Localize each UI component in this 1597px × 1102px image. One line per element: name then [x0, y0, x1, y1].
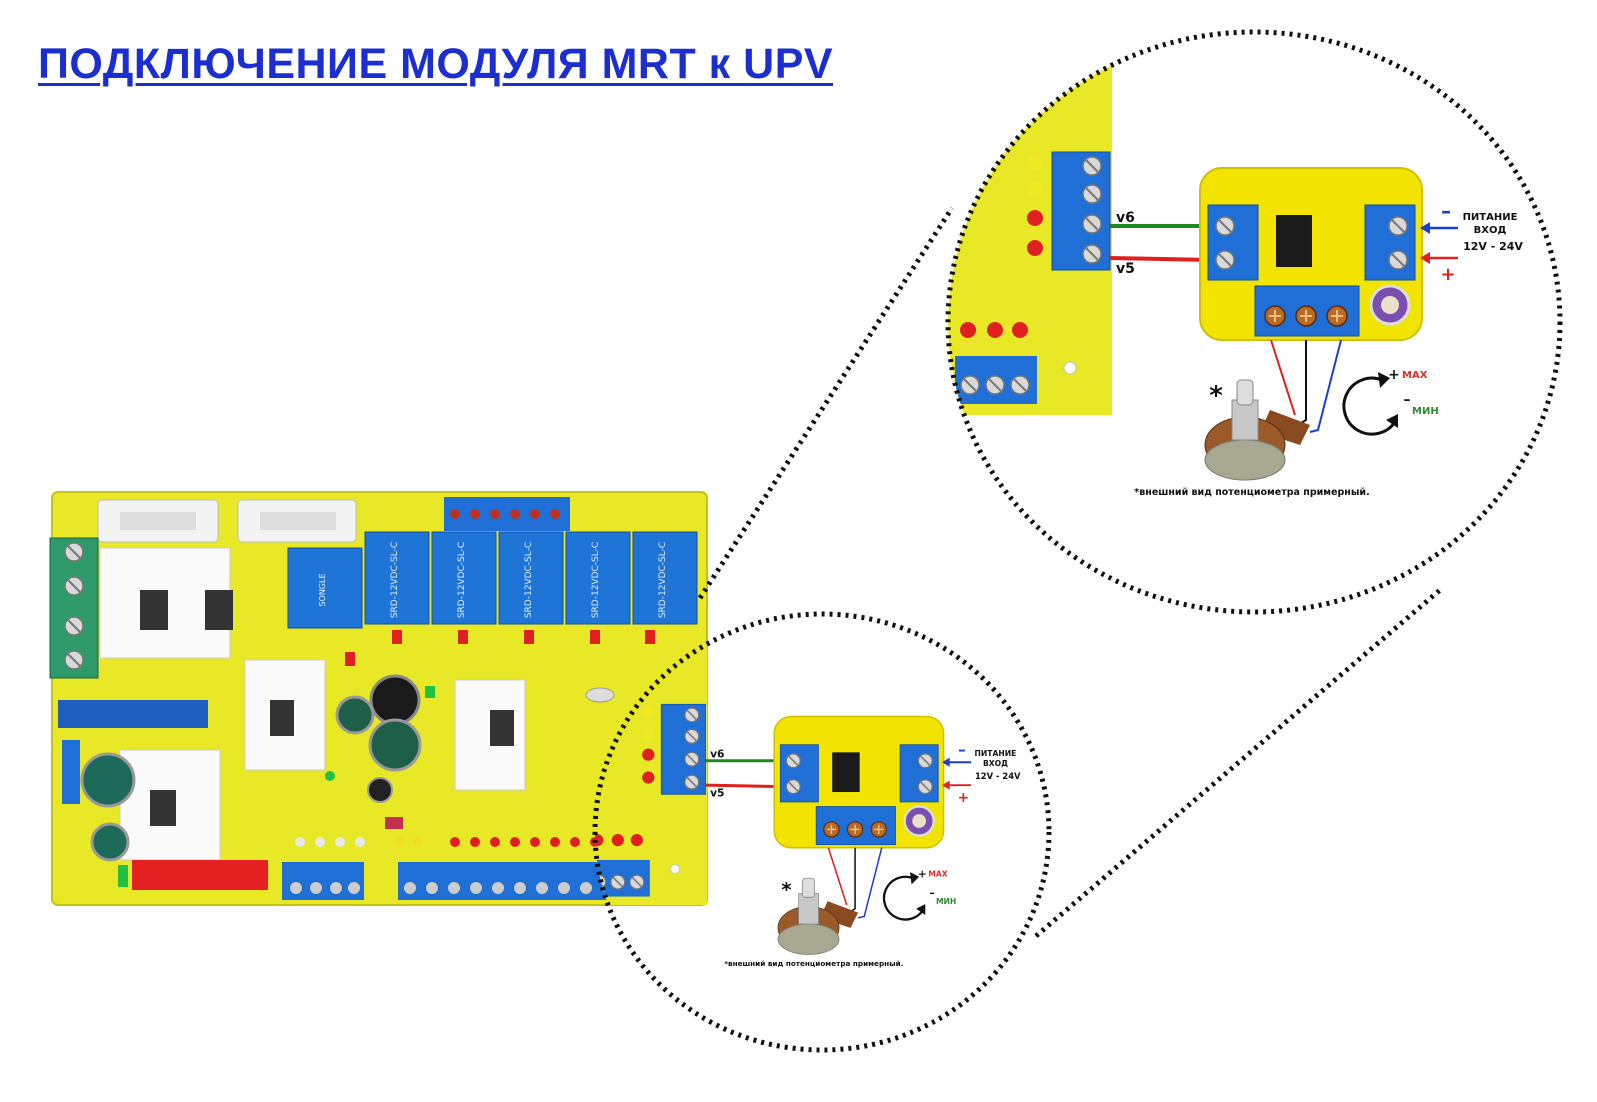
capacitors	[80, 674, 422, 862]
zoom-connector-lines	[697, 206, 1442, 938]
max-label: MAX	[1402, 370, 1428, 381]
potentiometer	[777, 877, 859, 955]
top-terminal-block	[444, 497, 570, 531]
plus-sign: +	[1440, 264, 1455, 285]
voltage-label: 12V - 24V	[975, 771, 1021, 781]
wire-label-v6: v6	[1116, 210, 1135, 226]
min-label: МИН	[1412, 406, 1439, 417]
minus-sign: –	[1441, 199, 1451, 223]
max-label: MAX	[928, 870, 947, 879]
relay-label: SRD-12VDC-SL-C	[591, 542, 601, 618]
power-input-arrows	[942, 757, 972, 790]
relay-label: SRD-12VDC-SL-C	[524, 542, 534, 618]
fuses	[97, 499, 357, 543]
mrt-module	[773, 715, 945, 849]
max-sign: +	[1388, 367, 1400, 383]
rotation-direction-icon	[882, 872, 926, 921]
wire-v5	[705, 783, 784, 789]
min-sign: –	[929, 887, 934, 900]
zoom-circle-small	[592, 611, 1052, 1053]
max-sign: +	[918, 867, 927, 880]
zoom-circle-large	[945, 29, 1563, 615]
wire-label-v5: v5	[710, 787, 724, 800]
wire-label-v5: v5	[1116, 261, 1135, 277]
upv-terminal-block	[660, 703, 706, 795]
page-title: ПОДКЛЮЧЕНИЕ МОДУЛЯ MRT к UPV	[38, 40, 834, 88]
zoom-inset-large: v6 v5 – +	[948, 32, 1523, 498]
power-label: ПИТАНИЕ	[1463, 212, 1518, 223]
minus-sign: –	[958, 741, 966, 759]
relays: SRD-12VDC-SL-C SRD-12VDC-SL-C SRD-12VDC-…	[287, 531, 698, 629]
led-column	[595, 705, 655, 847]
relay-label: SRD-12VDC-SL-C	[658, 542, 668, 618]
asterisk-mark: *	[1209, 381, 1223, 411]
rotation-direction-icon	[1342, 372, 1398, 436]
min-sign: –	[1404, 392, 1411, 408]
relay-brand: SONGLE	[318, 573, 327, 606]
power-input-arrows	[1420, 222, 1458, 264]
power-label: ВХОД	[983, 759, 1008, 768]
power-label: ПИТАНИЕ	[975, 749, 1017, 758]
min-label: МИН	[936, 897, 956, 906]
mrt-module	[1199, 167, 1423, 341]
plus-sign: +	[958, 790, 970, 806]
upv-board: SRD-12VDC-SL-C SRD-12VDC-SL-C SRD-12VDC-…	[49, 491, 708, 906]
asterisk-mark: *	[781, 879, 791, 902]
bottom-terminal-blocks	[282, 862, 648, 900]
upv-terminal-block	[1051, 151, 1111, 271]
wire-v5	[1109, 256, 1213, 262]
led-column	[960, 154, 1043, 338]
power-label: ВХОД	[1474, 225, 1507, 236]
relay-label: SRD-12VDC-SL-C	[390, 542, 400, 618]
footnote: *внешний вид потенциометра примерный.	[724, 959, 904, 968]
potentiometer	[1204, 379, 1310, 481]
footnote: *внешний вид потенциометра примерный.	[1134, 487, 1369, 498]
relay-label: SRD-12VDC-SL-C	[457, 542, 467, 618]
wire-label-v6: v6	[710, 748, 724, 761]
power-terminal-block	[49, 537, 99, 679]
voltage-label: 12V - 24V	[1463, 240, 1523, 253]
